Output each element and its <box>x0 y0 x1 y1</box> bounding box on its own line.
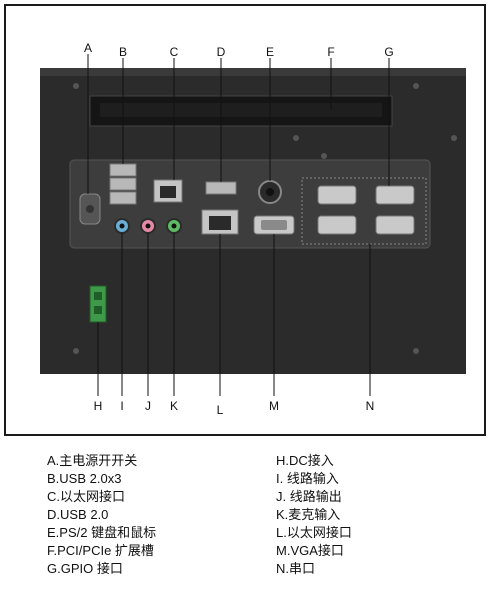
screw <box>413 348 419 354</box>
jack-hole <box>171 223 177 229</box>
callout-d: D <box>217 45 226 59</box>
screw <box>73 83 79 89</box>
serial-port <box>317 215 357 235</box>
screw <box>451 135 457 141</box>
legend-item-n: N.串口 <box>276 561 316 576</box>
legend-item-i: I. 线路输入 <box>276 471 339 486</box>
dc-input-connector <box>89 285 107 323</box>
legend-item-l: L.以太网接口 <box>276 525 352 540</box>
ethernet-jack-l <box>209 216 231 230</box>
pci-slot-cover <box>100 103 382 117</box>
callout-h: H <box>94 399 103 413</box>
screw <box>413 83 419 89</box>
legend-item-m: M.VGA接口 <box>276 543 344 558</box>
vga-connector <box>261 220 287 230</box>
serial-port <box>375 215 415 235</box>
callout-f: F <box>327 45 334 59</box>
legend: A.主电源开开关 B.USB 2.0x3 C.以太网接口 D.USB 2.0 E… <box>0 452 498 587</box>
usb-port-d <box>205 181 237 195</box>
callout-e: E <box>266 45 274 59</box>
legend-item-d: D.USB 2.0 <box>47 507 109 522</box>
legend-item-f: F.PCI/PCIe 扩展槽 <box>47 543 154 558</box>
usb-port <box>109 177 137 191</box>
legend-item-a: A.主电源开开关 <box>47 453 138 468</box>
power-switch-button <box>86 205 94 213</box>
legend-item-e: E.PS/2 键盘和鼠标 <box>47 525 157 540</box>
rear-panel-diagram: A B C D E F G H I J K L M N <box>40 41 466 417</box>
legend-item-c: C.以太网接口 <box>47 489 126 504</box>
screw <box>321 153 327 159</box>
ethernet-jack-c <box>160 186 176 198</box>
jack-hole <box>145 223 151 229</box>
callout-j: J <box>145 399 151 413</box>
legend-column-left: A.主电源开开关 B.USB 2.0x3 C.以太网接口 D.USB 2.0 E… <box>47 452 156 578</box>
gpio-port <box>375 185 415 205</box>
leader-lines-top <box>87 54 390 194</box>
callout-b: B <box>119 45 127 59</box>
callout-a: A <box>84 41 92 55</box>
callout-n: N <box>366 399 375 413</box>
legend-column-right: H.DC接入 I. 线路输入 J. 线路输出 K.麦克输入 L.以太网接口 M.… <box>276 452 352 578</box>
ps2-pinhole <box>266 188 274 196</box>
serial-port <box>317 185 357 205</box>
callout-l: L <box>217 403 224 417</box>
serial-port-group <box>301 177 427 245</box>
screw <box>73 348 79 354</box>
screw <box>293 135 299 141</box>
callout-i: I <box>120 399 123 413</box>
legend-item-k: K.麦克输入 <box>276 507 341 522</box>
leader-lines-bottom <box>97 233 371 396</box>
dc-pin <box>94 306 102 314</box>
callout-k: K <box>170 399 178 413</box>
usb-port <box>109 191 137 205</box>
jack-hole <box>119 223 125 229</box>
legend-item-b: B.USB 2.0x3 <box>47 471 122 486</box>
legend-item-g: G.GPIO 接口 <box>47 561 123 576</box>
dc-pin <box>94 292 102 300</box>
callout-c: C <box>170 45 179 59</box>
legend-item-j: J. 线路输出 <box>276 489 342 504</box>
callout-m: M <box>269 399 279 413</box>
diagram-frame: A B C D E F G H I J K L M N <box>4 4 486 436</box>
callout-g: G <box>384 45 393 59</box>
usb-port <box>109 163 137 177</box>
legend-item-h: H.DC接入 <box>276 453 334 468</box>
chassis-top-edge <box>40 68 466 76</box>
